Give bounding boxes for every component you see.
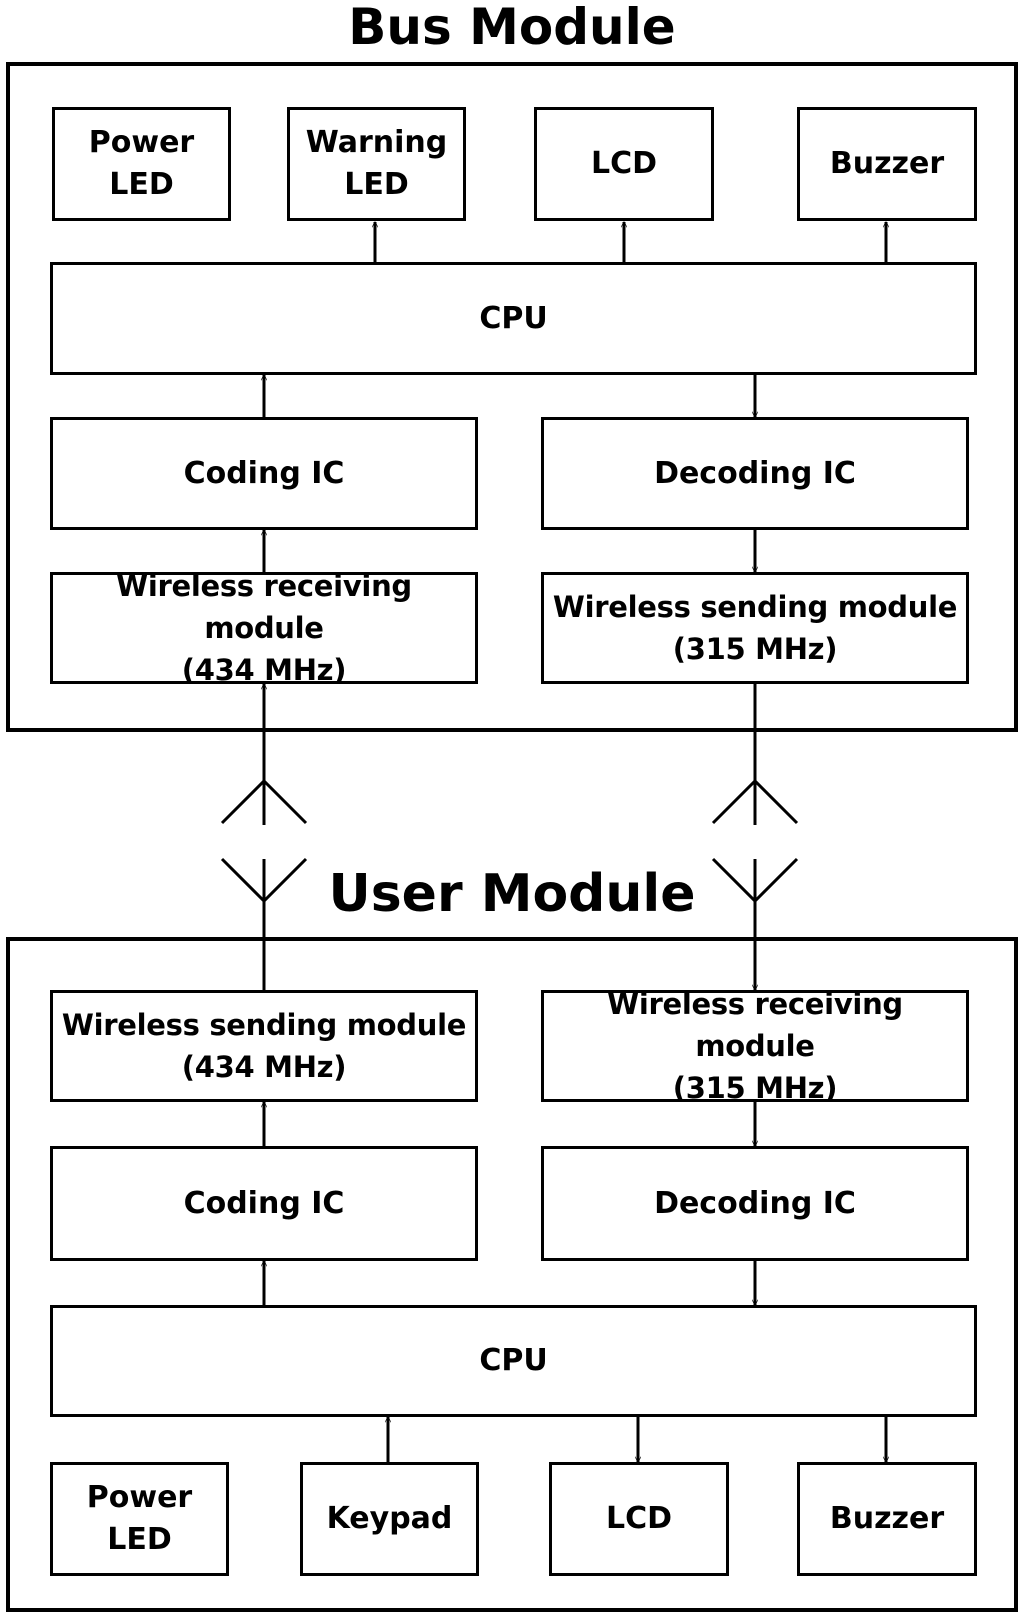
user-lcd-box: LCD bbox=[549, 1462, 729, 1576]
user-buzzer-box: Buzzer bbox=[797, 1462, 977, 1576]
user-keypad-label: Keypad bbox=[326, 1501, 453, 1536]
bus-lcd-label: LCD bbox=[590, 146, 658, 181]
user-wireless-receiving-box: Wireless receiving module (315 MHz) bbox=[541, 987, 969, 1105]
bus-lcd-box: LCD bbox=[534, 107, 714, 221]
user-coding-ic-label: Coding IC bbox=[183, 1185, 345, 1221]
user-module-frame bbox=[6, 937, 1018, 1612]
bus-module-title: Bus Module bbox=[348, 0, 676, 56]
bus-cpu-box: CPU bbox=[50, 262, 977, 375]
user-wireless-sending-label: Wireless sending module (434 MHz) bbox=[61, 1007, 467, 1084]
user-coding-ic-box: Coding IC bbox=[50, 1146, 478, 1261]
user-decoding-ic-box: Decoding IC bbox=[541, 1146, 969, 1261]
bus-decoding-ic-label: Decoding IC bbox=[654, 455, 856, 491]
user-module-title: User Module bbox=[328, 864, 696, 924]
bus-warning-led-box: Warning LED bbox=[287, 107, 466, 221]
user-wireless-receiving-label: Wireless receiving module (315 MHz) bbox=[607, 986, 903, 1106]
user-power-led-box: Power LED bbox=[50, 1462, 229, 1576]
user-lcd-label: LCD bbox=[605, 1501, 673, 1536]
bus-buzzer-label: Buzzer bbox=[829, 146, 945, 181]
bus-wireless-receiving-box: Wireless receiving module (434 MHz) bbox=[50, 569, 478, 687]
bus-power-led-box: Power LED bbox=[52, 107, 231, 221]
antenna-315-bus bbox=[711, 778, 799, 825]
bus-wireless-receiving-label: Wireless receiving module (434 MHz) bbox=[116, 568, 412, 688]
bus-coding-ic-label: Coding IC bbox=[183, 455, 345, 491]
user-keypad-box: Keypad bbox=[300, 1462, 479, 1576]
user-buzzer-label: Buzzer bbox=[829, 1501, 945, 1536]
bus-warning-led-label: Warning LED bbox=[305, 125, 448, 202]
user-power-led-label: Power LED bbox=[86, 1480, 193, 1557]
bus-module-frame bbox=[6, 62, 1018, 732]
user-wireless-sending-box: Wireless sending module (434 MHz) bbox=[50, 990, 478, 1102]
bus-cpu-label: CPU bbox=[479, 300, 548, 336]
bus-buzzer-box: Buzzer bbox=[797, 107, 977, 221]
user-cpu-label: CPU bbox=[479, 1343, 548, 1378]
bus-coding-ic-box: Coding IC bbox=[50, 417, 478, 530]
user-cpu-box: CPU bbox=[50, 1305, 977, 1417]
user-decoding-ic-label: Decoding IC bbox=[654, 1185, 856, 1221]
bus-decoding-ic-box: Decoding IC bbox=[541, 417, 969, 530]
bus-wireless-sending-box: Wireless sending module (315 MHz) bbox=[541, 572, 969, 684]
antenna-434-bus bbox=[220, 778, 308, 825]
bus-wireless-sending-label: Wireless sending module (315 MHz) bbox=[552, 589, 958, 666]
bus-power-led-label: Power LED bbox=[88, 125, 195, 202]
